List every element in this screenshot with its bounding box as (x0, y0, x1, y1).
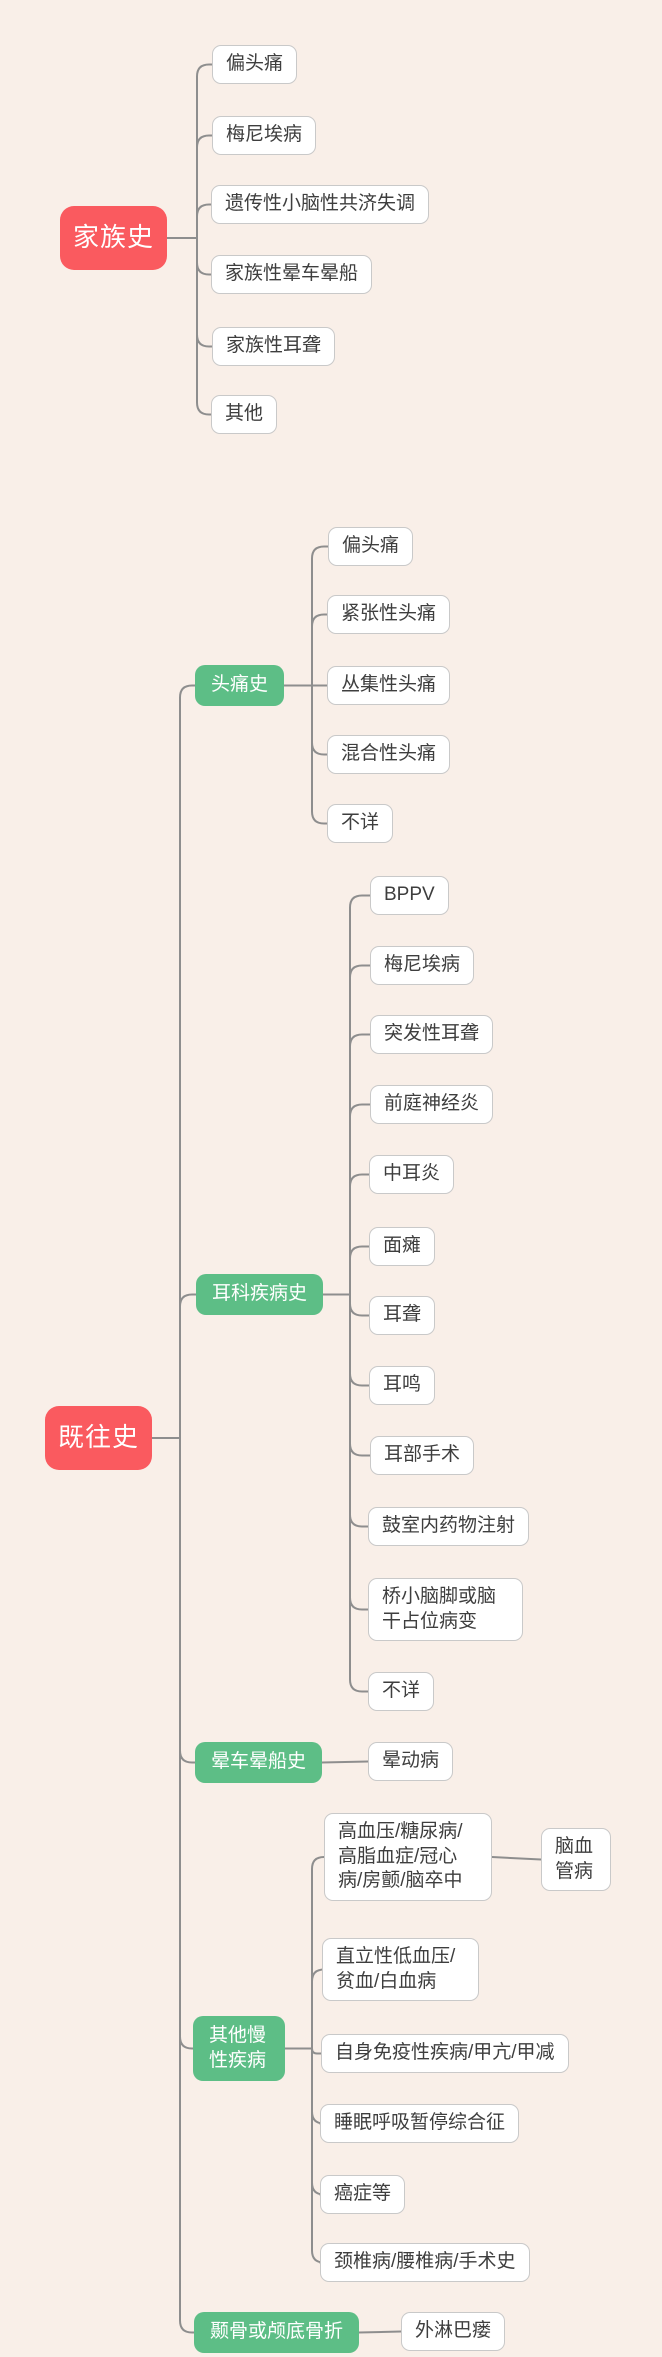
node-deafness[interactable]: 耳聋 (369, 1296, 436, 1335)
node-other-chronic-diseases[interactable]: 其他慢性疾病 (193, 2016, 285, 2082)
node-familial-motion-sickness[interactable]: 家族性晕车晕船 (211, 255, 373, 294)
node-sleep-apnea-syndrome[interactable]: 睡眠呼吸暂停综合征 (320, 2104, 520, 2143)
node-migraine[interactable]: 偏头痛 (328, 527, 414, 566)
node-menieres-disease[interactable]: 梅尼埃病 (370, 946, 475, 985)
node-ear-surgery[interactable]: 耳部手术 (370, 1436, 475, 1475)
node-cerebrovascular-disease[interactable]: 脑血管病 (541, 1828, 611, 1892)
node-orthostatic-hypotension-anemia-leukemia[interactable]: 直立性低血压/贫血/白血病 (322, 1938, 479, 2002)
node-headache-history[interactable]: 头痛史 (195, 665, 285, 706)
node-cluster-headache[interactable]: 丛集性头痛 (327, 666, 451, 705)
node-menieres-disease[interactable]: 梅尼埃病 (212, 116, 317, 155)
node-tinnitus[interactable]: 耳鸣 (369, 1366, 436, 1405)
node-mixed-headache[interactable]: 混合性头痛 (327, 735, 451, 774)
node-bppv[interactable]: BPPV (370, 876, 449, 915)
node-otitis-media[interactable]: 中耳炎 (369, 1155, 455, 1194)
node-migraine[interactable]: 偏头痛 (212, 45, 298, 84)
node-facial-palsy[interactable]: 面瘫 (369, 1227, 436, 1266)
node-cancer-etc[interactable]: 癌症等 (320, 2175, 406, 2214)
node-cpa-or-brainstem-lesion[interactable]: 桥小脑脚或脑干占位病变 (368, 1578, 523, 1642)
node-hypertension-diabetes-hyperlipidemia-chd-af-stroke[interactable]: 高血压/糖尿病/高脂血症/冠心病/房颤/脑卒中 (324, 1813, 492, 1902)
node-family-history[interactable]: 家族史 (60, 206, 167, 270)
node-ear-disease-history[interactable]: 耳科疾病史 (196, 1274, 324, 1315)
node-motion-sickness-history[interactable]: 晕车晕船史 (195, 1742, 323, 1783)
node-past-history[interactable]: 既往史 (45, 1406, 152, 1470)
node-unknown[interactable]: 不详 (368, 1672, 435, 1711)
node-sudden-deafness[interactable]: 突发性耳聋 (370, 1015, 494, 1054)
node-other[interactable]: 其他 (211, 395, 278, 434)
node-cervical-lumbar-spondylosis-surgery-history[interactable]: 颈椎病/腰椎病/手术史 (320, 2243, 530, 2282)
node-tension-headache[interactable]: 紧张性头痛 (327, 595, 451, 634)
node-intratympanic-drug-injection[interactable]: 鼓室内药物注射 (368, 1507, 530, 1546)
node-familial-deafness[interactable]: 家族性耳聋 (212, 327, 336, 366)
node-hereditary-cerebellar-ataxia[interactable]: 遗传性小脑性共济失调 (211, 185, 430, 224)
node-vestibular-neuritis[interactable]: 前庭神经炎 (370, 1085, 494, 1124)
node-perilymph-fistula[interactable]: 外淋巴瘘 (401, 2312, 506, 2351)
node-autoimmune-hyperthyroidism-hypothyroidism[interactable]: 自身免疫性疾病/甲亢/甲减 (321, 2034, 569, 2073)
node-motion-sickness[interactable]: 晕动病 (368, 1742, 454, 1781)
node-temporal-bone-or-skull-base-fracture[interactable]: 颞骨或颅底骨折 (194, 2312, 360, 2353)
node-unknown[interactable]: 不详 (327, 804, 394, 843)
